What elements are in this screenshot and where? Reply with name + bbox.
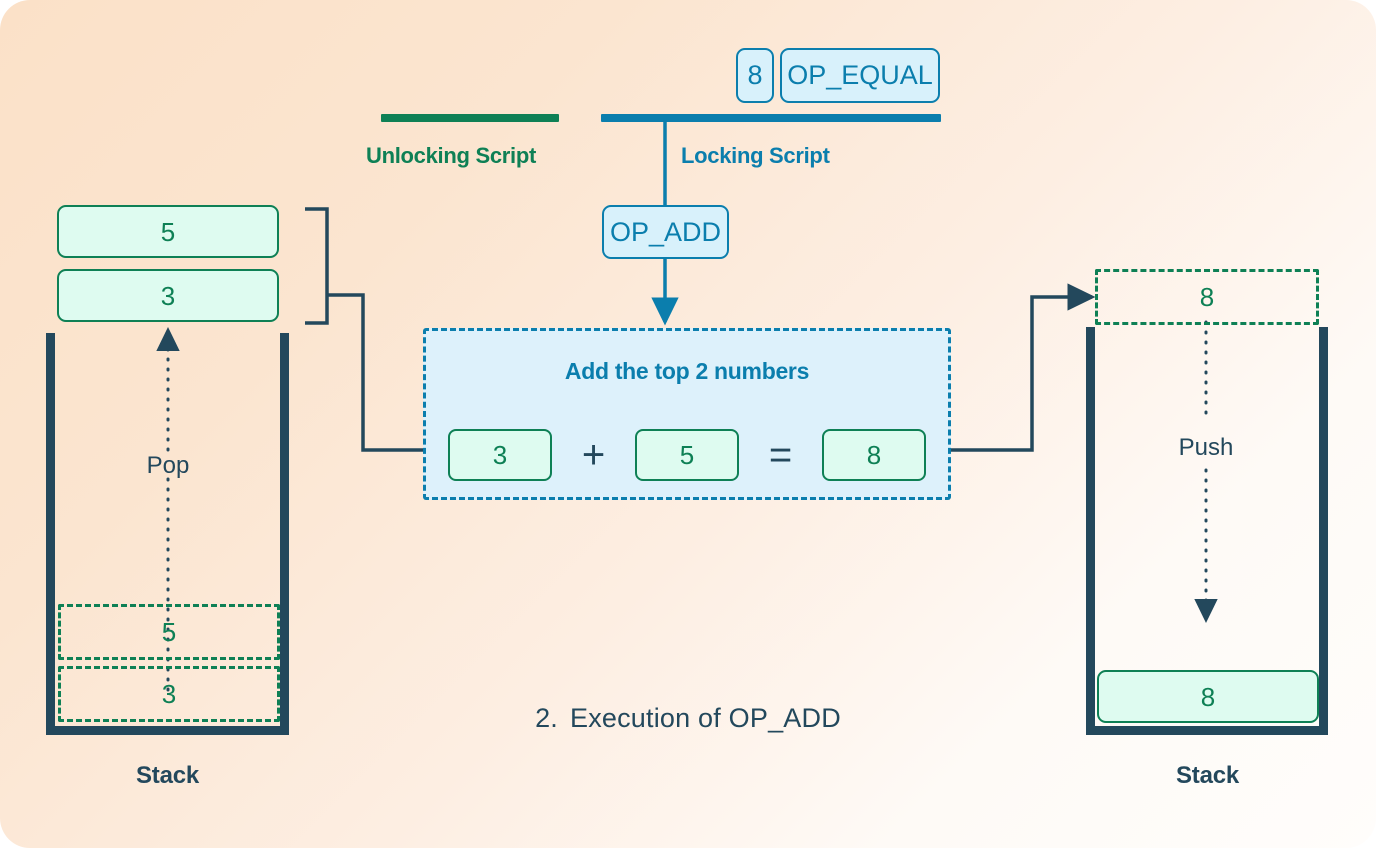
operand-a: 3 — [448, 429, 552, 481]
locking-chip-value-8: 8 — [736, 48, 774, 103]
left-stack-wall-right — [280, 333, 289, 735]
operation-title: Add the top 2 numbers — [564, 358, 810, 384]
plus-sign: + — [581, 433, 606, 477]
right-stack-label: Stack — [1175, 762, 1240, 789]
operation-box: Add the top 2 numbers 3 + 5 = 8 — [423, 328, 951, 500]
left-stack-popped-item-1: 3 — [57, 269, 279, 322]
operation-result: 8 — [822, 429, 926, 481]
right-stack-wall-left — [1086, 327, 1095, 735]
left-stack-label: Stack — [135, 762, 200, 789]
left-stack-ghost-item-1: 3 — [58, 666, 280, 722]
current-opcode-chip: OP_ADD — [602, 205, 729, 259]
right-stack-pushed-item: 8 — [1097, 670, 1319, 723]
left-stack-ghost-item-0: 5 — [58, 604, 280, 660]
diagram-caption: 2. Execution of OP_ADD — [0, 703, 1376, 734]
caption-text: Execution of OP_ADD — [569, 703, 841, 733]
right-stack-incoming-item: 8 — [1095, 269, 1319, 325]
right-stack-wall-right — [1319, 327, 1328, 735]
left-stack-popped-item-0: 5 — [57, 205, 279, 258]
equals-sign: = — [768, 433, 793, 477]
left-stack-wall-left — [46, 333, 55, 735]
locking-script-bar — [601, 114, 941, 122]
locking-chip-op-equal: OP_EQUAL — [780, 48, 940, 103]
operation-expression: 3 + 5 = 8 — [448, 429, 926, 481]
left-stack-wall-bottom — [46, 726, 289, 735]
left-stack-flow-label: Pop — [146, 452, 190, 479]
unlocking-script-label: Unlocking Script — [366, 143, 536, 168]
locking-script-label: Locking Script — [681, 143, 830, 168]
right-stack-wall-bottom — [1086, 726, 1328, 735]
unlocking-script-bar — [381, 114, 559, 122]
caption-number: 2. — [535, 703, 558, 733]
right-stack-flow-label: Push — [1178, 434, 1234, 461]
operand-b: 5 — [635, 429, 739, 481]
